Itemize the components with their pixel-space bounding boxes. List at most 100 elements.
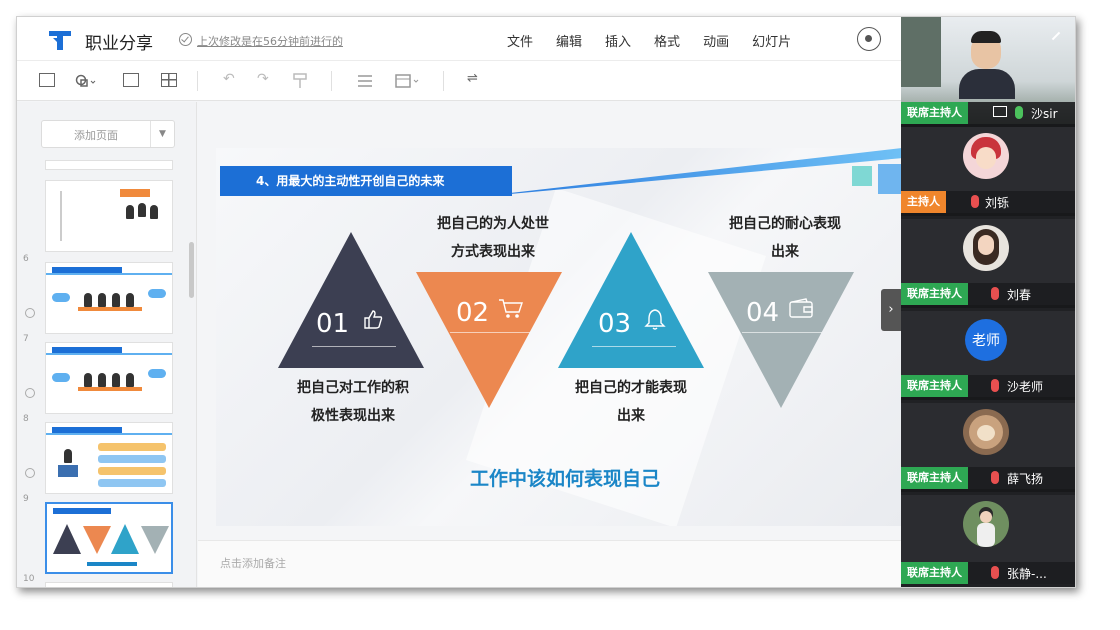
menu-slides[interactable]: 幻灯片 — [752, 35, 792, 50]
table-tool-icon[interactable] — [161, 73, 177, 87]
thumb-bar — [46, 273, 172, 275]
video-background — [901, 17, 941, 87]
decorative-wedge — [502, 148, 902, 194]
participant-tile[interactable]: 主持人 刘铄 — [901, 127, 1075, 216]
thumb-figure — [112, 293, 120, 307]
item-label-04: 把自己的耐心表现 出来 — [700, 210, 870, 266]
thumb-heading — [53, 508, 111, 514]
thumb-figure — [112, 373, 120, 387]
slide-thumbnail[interactable] — [45, 342, 173, 414]
participant-namebar: 联席主持人 沙老师 — [901, 375, 1075, 397]
image-tool-icon[interactable] — [123, 73, 139, 87]
participant-name: 薛飞扬 — [1007, 472, 1044, 486]
toolbar-divider — [197, 71, 198, 91]
divider-line — [592, 346, 676, 347]
link-icon — [22, 385, 38, 401]
thumb-figure — [84, 293, 92, 307]
triangle-01 — [278, 232, 424, 368]
label-line: 把自己的才能表现 — [575, 380, 687, 396]
participant-video-hair — [971, 31, 1001, 43]
slide-thumbnail-partial[interactable] — [45, 582, 173, 587]
label-line: 出来 — [617, 408, 645, 424]
avatar-face — [978, 235, 994, 255]
link-icon — [22, 305, 38, 321]
role-badge: 联席主持人 — [901, 283, 968, 305]
clear-format-icon[interactable]: ⇌ — [467, 71, 478, 86]
toolbar-divider — [331, 71, 332, 91]
participant-name: 刘铄 — [985, 196, 1010, 210]
thumb-figure — [126, 205, 134, 219]
participant-tile[interactable]: 联席主持人 刘春 — [901, 219, 1075, 308]
participant-name: 沙老师 — [1007, 380, 1044, 394]
menu-file[interactable]: 文件 — [507, 35, 534, 50]
menu-edit[interactable]: 编辑 — [556, 35, 583, 50]
thumbs-up-icon — [362, 308, 384, 335]
avatar-text: 老师 — [972, 333, 1000, 349]
label-line: 把自己的为人处世 — [437, 216, 549, 232]
divider-line — [312, 346, 396, 347]
document-title[interactable]: 职业分享 — [85, 34, 153, 54]
item-number-04: 04 — [746, 298, 780, 328]
select-tool-icon[interactable] — [39, 73, 55, 87]
thumb-figure — [64, 449, 72, 463]
menu-format[interactable]: 格式 — [654, 35, 681, 50]
label-line: 极性表现出来 — [311, 408, 395, 424]
participant-tile[interactable]: 联席主持人 薛飞扬 — [901, 403, 1075, 492]
toolbar-divider — [443, 71, 444, 91]
participant-namebar: 联席主持人 张静-... — [901, 562, 1075, 584]
item-label-01: 把自己对工作的积 极性表现出来 — [268, 374, 438, 430]
slide-thumbnail-partial[interactable] — [45, 160, 173, 170]
menu-animation[interactable]: 动画 — [703, 35, 730, 50]
slide-thumbnail[interactable] — [45, 262, 173, 334]
thumb-chart-axis — [60, 191, 62, 241]
slide-thumbnail-active[interactable] — [45, 502, 173, 574]
thumb-figure — [126, 373, 134, 387]
participant-tile[interactable]: 联席主持人 张静-... — [901, 495, 1075, 584]
participant-tile[interactable]: 老师 联席主持人 沙老师 — [901, 311, 1075, 400]
undo-icon[interactable]: ↶ — [223, 71, 235, 87]
align-icon[interactable] — [357, 73, 373, 87]
slide-heading-band: 4、用最大的主动性开创自己的未来 — [220, 166, 512, 196]
menu-bar: 文件 编辑 插入 格式 动画 幻灯片 — [507, 31, 791, 50]
participant-tile[interactable]: 联席主持人 沙sir — [901, 17, 1075, 127]
slide-thumbnail[interactable] — [45, 422, 173, 494]
microphone-muted-icon — [991, 379, 999, 392]
app-logo-icon[interactable] — [47, 28, 73, 52]
participant-video-body — [959, 69, 1015, 99]
slide-thumbnail[interactable] — [45, 180, 173, 252]
triangle-04 — [708, 272, 854, 408]
thumbnail-scrollbar[interactable] — [189, 242, 194, 298]
item-label-02: 把自己的为人处世 方式表现出来 — [408, 210, 578, 266]
participant-name: 沙sir — [1031, 107, 1058, 121]
microphone-muted-icon — [991, 287, 999, 300]
notes-area[interactable]: 点击添加备注 — [198, 540, 901, 587]
slide[interactable]: 4、用最大的主动性开创自己的未来 01 把自己对工作的积 极性表现出来 02 — [216, 148, 902, 526]
format-painter-icon[interactable] — [293, 73, 309, 88]
add-page-button[interactable]: 添加页面 ▼ — [41, 120, 175, 148]
shape-tool-icon[interactable] — [75, 73, 96, 87]
slide-canvas: 4、用最大的主动性开创自己的未来 01 把自己对工作的积 极性表现出来 02 — [198, 102, 902, 587]
redo-icon[interactable]: ↷ — [257, 71, 269, 87]
thumb-heading — [52, 267, 122, 273]
thumb-figure — [84, 373, 92, 387]
menu-insert[interactable]: 插入 — [605, 35, 632, 50]
thumb-label — [120, 189, 150, 197]
thumb-figure — [126, 293, 134, 307]
avatar-body — [977, 523, 995, 547]
participant-namebar: 联席主持人 薛飞扬 — [901, 467, 1075, 489]
microphone-muted-icon — [991, 566, 999, 579]
layout-icon[interactable] — [395, 73, 419, 88]
thumb-figure — [138, 203, 146, 217]
collapse-panel-button[interactable]: › — [881, 289, 901, 331]
participant-namebar: 联席主持人 沙sir — [901, 102, 1075, 124]
thumbnail-number: 9 — [23, 494, 29, 504]
present-icon[interactable] — [857, 27, 881, 51]
toolbar: ↶ ↷ ⇌ — [17, 61, 901, 101]
thumb-table — [78, 387, 142, 391]
save-status[interactable]: 上次修改是在56分钟前进行的 — [197, 35, 343, 48]
triangle-03 — [558, 232, 704, 368]
thumb-figure — [150, 205, 158, 219]
participant-name: 张静-... — [1007, 567, 1047, 581]
video-participants-panel: 联席主持人 沙sir 主持人 刘铄 — [901, 17, 1075, 587]
chevron-down-icon[interactable]: ▼ — [150, 121, 174, 147]
